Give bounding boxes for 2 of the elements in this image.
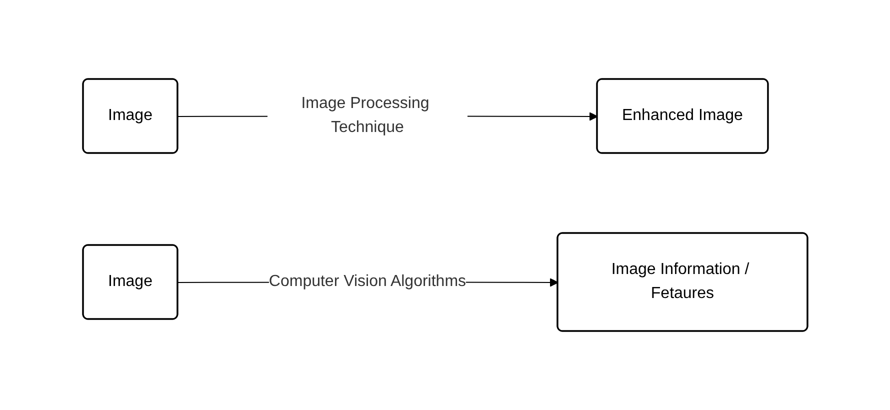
edge-label: Computer Vision Algorithms	[268, 273, 466, 290]
edge-label: Image Processing Technique	[300, 95, 430, 136]
